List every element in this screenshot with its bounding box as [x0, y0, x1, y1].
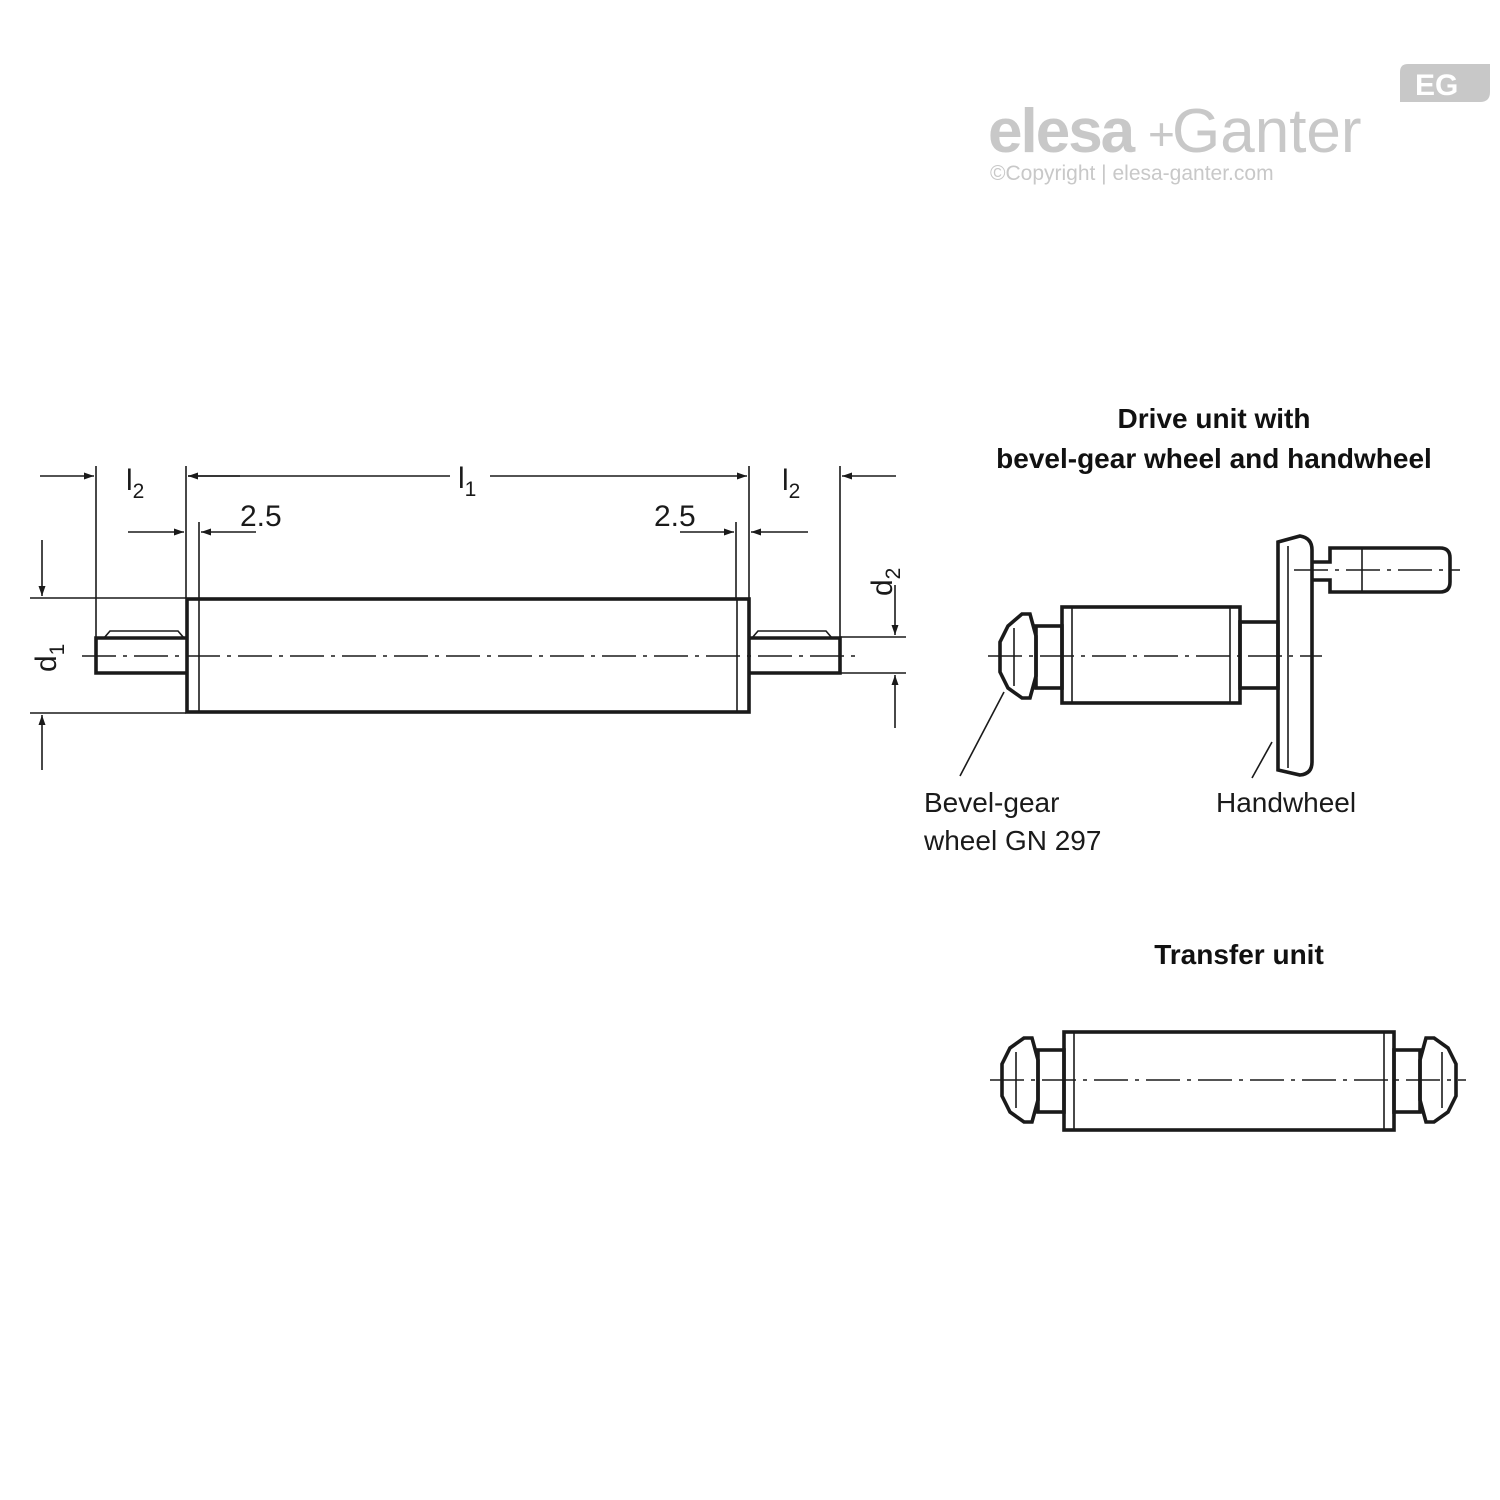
bevel-gear-label-line2: wheel GN 297	[923, 825, 1101, 856]
main-shaft-drawing: l1 l2 l2 2.5 2.5 d1 d2	[30, 462, 906, 770]
bevel-gear-label-line1: Bevel-gear	[924, 787, 1059, 818]
logo-badge-text: EG	[1415, 69, 1458, 102]
l2-right-label: l2	[782, 464, 800, 503]
transfer-left-head	[1000, 1036, 1040, 1124]
logo-brand-ganter: Ganter	[1172, 97, 1362, 166]
transfer-left-neck	[1036, 1048, 1066, 1114]
bevel-gear-leader	[959, 691, 1005, 777]
logo-badge: EG	[1400, 64, 1490, 102]
drive-unit-title-line2: bevel-gear wheel and handwheel	[996, 443, 1432, 474]
right-pin-key	[751, 630, 833, 639]
drive-unit-drawing: Drive unit with bevel-gear wheel and han…	[923, 403, 1460, 856]
l1-label: l1	[458, 462, 476, 501]
bevel-gear-neck	[1034, 624, 1064, 690]
elesa-ganter-logo: elesa + Ganter ©Copyright | elesa-ganter…	[988, 64, 1490, 185]
d2-label: d2	[866, 568, 905, 596]
logo-copyright: ©Copyright | elesa-ganter.com	[990, 162, 1274, 185]
handwheel-disk	[1276, 534, 1314, 777]
bevel-gear-head	[998, 612, 1038, 700]
transfer-right-neck	[1392, 1048, 1422, 1114]
d1-label: d1	[30, 644, 69, 672]
l2-left-label: l2	[126, 464, 144, 503]
transfer-unit-drawing: Transfer unit	[990, 939, 1466, 1132]
handwheel-label: Handwheel	[1216, 787, 1356, 818]
drive-unit-body	[1060, 605, 1242, 705]
transfer-unit-body	[1062, 1030, 1396, 1132]
handwheel-leader	[1251, 741, 1273, 779]
logo-brand-plus: +	[1148, 108, 1175, 160]
logo-brand-elesa: elesa	[988, 97, 1136, 166]
offset-right-label: 2.5	[654, 500, 696, 533]
transfer-right-head	[1418, 1036, 1458, 1124]
handwheel-hub	[1238, 620, 1280, 690]
left-pin-key	[103, 630, 185, 639]
offset-left-label: 2.5	[240, 500, 282, 533]
drive-unit-title-line1: Drive unit with	[1118, 403, 1311, 434]
transfer-unit-title: Transfer unit	[1154, 939, 1324, 970]
